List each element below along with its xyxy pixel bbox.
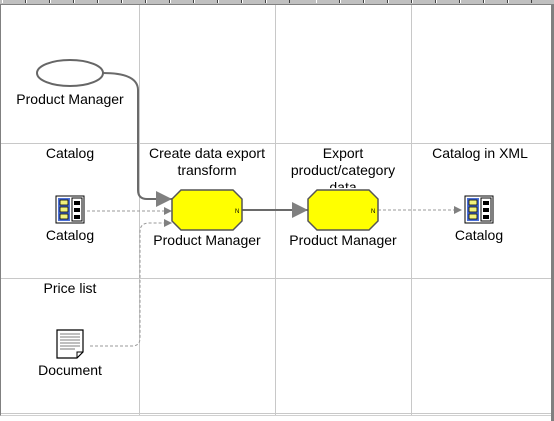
- document-icon[interactable]: [56, 329, 84, 359]
- lane-header-price-list: Price list: [43, 280, 97, 296]
- ellipse-role-icon[interactable]: [36, 59, 104, 87]
- toolbar-segment[interactable]: [170, 0, 194, 3]
- create-transform-label: Product Manager: [153, 232, 261, 248]
- document-label: Document: [38, 362, 102, 378]
- toolbar-segment[interactable]: [412, 0, 436, 3]
- toolbar-segment[interactable]: [122, 0, 146, 3]
- role-label: Product Manager: [16, 91, 124, 107]
- lane-header-catalog-xml: Catalog in XML: [432, 145, 528, 161]
- lane-header-catalog: Catalog: [45, 145, 95, 161]
- function-marker: N: [235, 209, 239, 215]
- toolbar-segment[interactable]: [436, 0, 460, 3]
- toolbar-segment[interactable]: [218, 0, 242, 3]
- catalog-data-icon[interactable]: [464, 195, 494, 224]
- toolbar-segment[interactable]: [26, 0, 50, 3]
- lane-header-export-line1: Export: [322, 145, 364, 161]
- function-octagon-icon[interactable]: N: [307, 189, 379, 231]
- lane-divider: [139, 5, 140, 415]
- lane-header-export-line3: data: [329, 179, 357, 188]
- toolbar-segment[interactable]: [340, 0, 364, 3]
- toolbar-segment[interactable]: [2, 0, 26, 3]
- export-data-label: Product Manager: [289, 232, 397, 248]
- toolbar-segment[interactable]: [388, 0, 412, 3]
- toolbar-segment[interactable]: [146, 0, 170, 3]
- toolbar-segment[interactable]: [242, 0, 266, 3]
- toolbar-segment[interactable]: [316, 0, 340, 3]
- toolbar-segment[interactable]: [194, 0, 218, 3]
- catalog-output-label: Catalog: [454, 227, 504, 243]
- lane-divider: [1, 413, 551, 414]
- flow-document-to-create[interactable]: [90, 219, 172, 347]
- diagram-canvas[interactable]: [0, 5, 552, 416]
- flow-role-to-create[interactable]: [102, 72, 172, 207]
- window-edge: [551, 5, 554, 421]
- toolbar-segment[interactable]: [98, 0, 122, 3]
- lane-header-export-line2: product/category: [290, 162, 396, 178]
- function-octagon-icon[interactable]: N: [171, 189, 243, 231]
- toolbar-segment[interactable]: [508, 0, 532, 3]
- lane-header-create-transform: Create data export transform: [149, 145, 265, 178]
- lane-divider: [411, 5, 412, 415]
- toolbar-segment[interactable]: [460, 0, 484, 3]
- toolbar-segment[interactable]: [266, 0, 290, 3]
- toolbar-segment[interactable]: [74, 0, 98, 3]
- catalog-data-icon[interactable]: [55, 195, 85, 224]
- catalog-input-label: Catalog: [45, 227, 95, 243]
- lane-divider: [1, 278, 551, 279]
- toolbar-segment[interactable]: [50, 0, 74, 3]
- toolbar-segment[interactable]: [484, 0, 508, 3]
- toolbar-segment[interactable]: [364, 0, 388, 3]
- function-marker: N: [371, 209, 375, 215]
- top-toolbar: [0, 0, 554, 5]
- lane-divider: [1, 143, 551, 144]
